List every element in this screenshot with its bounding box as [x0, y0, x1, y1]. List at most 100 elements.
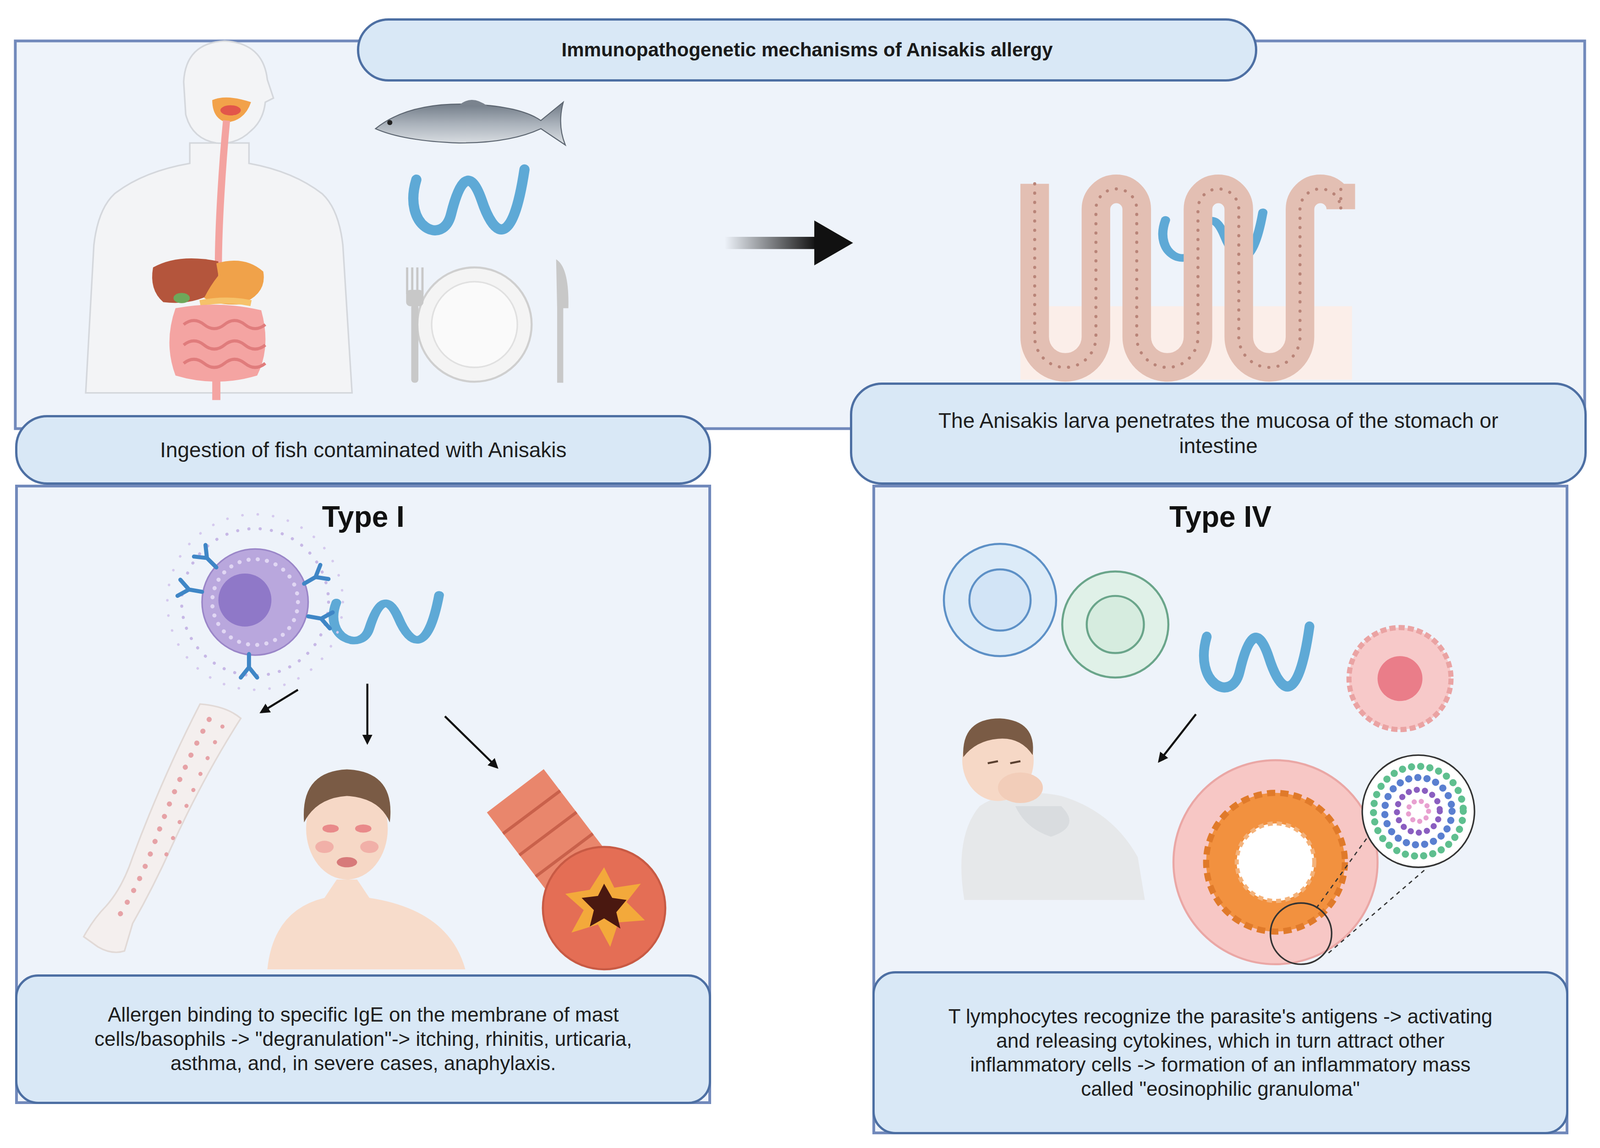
asthma-airway	[503, 790, 666, 970]
plate-cutlery-part	[407, 267, 423, 295]
coughing-person-part	[997, 772, 1043, 804]
plate-cutlery-part	[410, 304, 419, 383]
eosinophilic-granuloma-part	[1173, 760, 1378, 965]
pointer-arrow-part	[366, 683, 369, 743]
intestinal-villi-part	[1034, 183, 1341, 368]
eosinophil	[1348, 627, 1452, 730]
panel-ground-part	[15, 484, 712, 1105]
urticaria-arm-part	[83, 704, 242, 953]
mast-cell-part	[177, 580, 204, 601]
node-text: Allergen binding to specific IgE on the …	[70, 1002, 657, 1076]
step-pill: The Anisakis larva penetrates the mucosa…	[849, 382, 1587, 485]
rhinitis-face	[267, 769, 466, 970]
panel-ground	[15, 40, 1585, 1135]
eosinophilic-granuloma-part	[1236, 823, 1315, 902]
eosinophilic-granuloma-part	[1362, 755, 1475, 868]
step-pill: Ingestion of fish contaminated with Anis…	[15, 415, 712, 485]
mast-cell	[167, 514, 343, 691]
flow-arrow-part	[724, 236, 817, 250]
human-body	[85, 40, 352, 400]
plate-cutlery-part	[556, 259, 569, 383]
plate-cutlery-part	[405, 290, 424, 307]
flow-arrow-part	[814, 220, 854, 266]
urticaria-arm-part	[114, 719, 209, 924]
description-box: T lymphocytes recognize the parasite's a…	[872, 971, 1569, 1135]
panel-heading: Type I	[17, 487, 709, 535]
t-lymphocyte-part	[1062, 571, 1169, 678]
mast-cell-part	[300, 564, 329, 591]
coughing-person-part	[961, 792, 1146, 901]
eosinophilic-granuloma-part	[1397, 789, 1441, 833]
rhinitis-face-part	[303, 769, 391, 823]
plate-cutlery-part	[431, 281, 518, 368]
node-text: Ingestion of fish contaminated with Anis…	[159, 437, 567, 463]
intestinal-villi	[1020, 183, 1353, 380]
mast-cell-part	[167, 514, 343, 691]
intestinal-villi-part	[1034, 183, 1341, 368]
rhinitis-face-part	[355, 824, 372, 833]
node-text: The Anisakis larva penetrates the mucosa…	[931, 408, 1505, 459]
coughing-person-part	[987, 761, 1021, 764]
coughing-person-part	[963, 718, 1034, 758]
rhinitis-face-part	[315, 840, 334, 854]
asthma-airway-part	[565, 867, 646, 948]
mast-cell-part	[241, 654, 258, 678]
fish-part	[387, 120, 393, 126]
eosinophilic-granuloma	[1173, 755, 1475, 965]
mast-cell-part	[306, 608, 333, 629]
eosinophilic-granuloma-part	[1384, 777, 1453, 845]
urticaria-arm	[83, 704, 242, 953]
panel-ground-part	[872, 484, 1569, 1135]
human-body-part	[183, 320, 266, 368]
panel-ground-part	[15, 40, 1585, 429]
eosinophilic-granuloma-part	[1270, 903, 1332, 965]
mechanism-panel: Type I Allergen binding to specific IgE o…	[15, 484, 712, 1105]
rhinitis-face-part	[336, 857, 358, 868]
plate-cutlery	[405, 259, 569, 383]
asthma-airway-part	[581, 883, 627, 929]
fish-part	[375, 102, 566, 146]
anisakis-larva-part	[333, 595, 439, 642]
t-lymphocyte-part	[943, 543, 1057, 657]
plate-cutlery-part	[417, 267, 532, 382]
eosinophil-part	[1348, 627, 1452, 730]
pointer-arrow-part	[261, 690, 298, 713]
eosinophilic-granuloma-part	[1205, 793, 1345, 932]
coughing-person-part	[1015, 806, 1070, 838]
human-body-part	[218, 120, 227, 268]
pointer-arrow	[261, 683, 1310, 835]
rhinitis-face-part	[267, 879, 466, 970]
mast-cell-part	[193, 545, 222, 574]
eosinophilic-granuloma-part	[1373, 766, 1464, 857]
asthma-airway-part	[542, 847, 666, 970]
eosinophil-part	[1377, 656, 1423, 702]
human-body-part	[173, 292, 191, 303]
rhinitis-face-part	[360, 840, 379, 854]
mast-cell-part	[202, 548, 309, 656]
t-lymphocyte	[943, 543, 1169, 678]
t-lymphocyte-part	[1086, 596, 1145, 654]
urticaria-arm-part	[165, 726, 223, 858]
human-body-part	[212, 379, 221, 401]
node-text: T lymphocytes recognize the parasite's a…	[943, 1004, 1498, 1102]
fish-part	[459, 99, 488, 107]
anisakis-larva-part	[1203, 626, 1310, 688]
pointer-arrow-part	[444, 716, 498, 768]
panel-heading: Type IV	[875, 487, 1566, 535]
t-lymphocyte-part	[969, 569, 1031, 631]
human-body-part	[200, 300, 252, 304]
mast-cell-part	[181, 528, 329, 676]
flow-arrow	[724, 220, 854, 266]
coughing-person	[961, 718, 1146, 900]
rhinitis-face-part	[322, 824, 340, 833]
mechanism-panel: Type IV T lymphocytes recognize the paras…	[872, 484, 1569, 1135]
title-pill: Immunopathogenetic mechanisms of Anisaki…	[356, 18, 1257, 82]
description-box: Allergen binding to specific IgE on the …	[15, 974, 712, 1105]
eosinophilic-granuloma-part	[1408, 801, 1429, 822]
mast-cell-part	[218, 573, 272, 627]
mast-cell-part	[212, 559, 298, 646]
fish	[375, 99, 566, 146]
human-body-part	[169, 304, 266, 382]
human-body-part	[220, 105, 242, 116]
